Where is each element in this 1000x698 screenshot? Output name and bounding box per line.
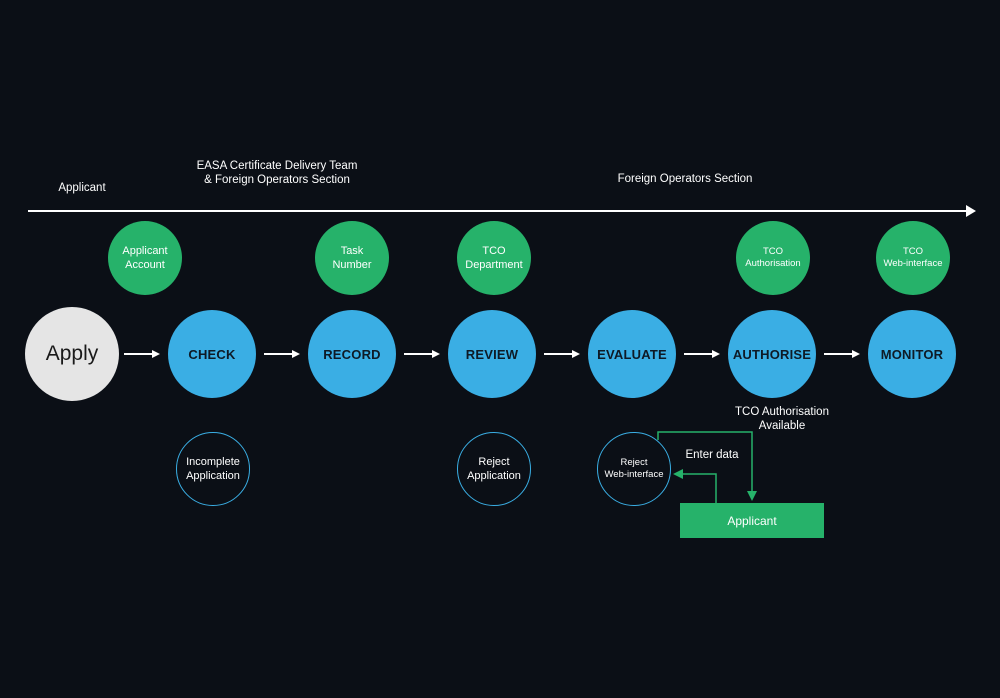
step-check: CHECK [168, 310, 256, 398]
tco-authorisation-available-label: TCO Authorisation Available [735, 406, 829, 432]
step-monitor: MONITOR [868, 310, 956, 398]
timeline-arrowhead [966, 205, 976, 217]
applicant-box: Applicant [680, 503, 824, 538]
step-authorise: AUTHORISE [728, 310, 816, 398]
step-evaluate: EVALUATE [588, 310, 676, 398]
connector-web-interface-to-applicant [657, 431, 757, 501]
lane-label-team: EASA Certificate Delivery Team & Foreign… [172, 159, 382, 187]
lane-label-foreign-operators: Foreign Operators Section [617, 173, 753, 185]
lane-label-team-line1: EASA Certificate Delivery Team [196, 160, 358, 172]
connector-applicant-to-web-interface [673, 469, 717, 503]
lane-label-applicant: Applicant [58, 182, 106, 194]
step-apply: Apply [25, 307, 119, 401]
lane-label-team-line2: & Foreign Operators Section [204, 174, 350, 186]
enter-data-label: Enter data [685, 449, 739, 461]
step-review: REVIEW [448, 310, 536, 398]
step-record: RECORD [308, 310, 396, 398]
